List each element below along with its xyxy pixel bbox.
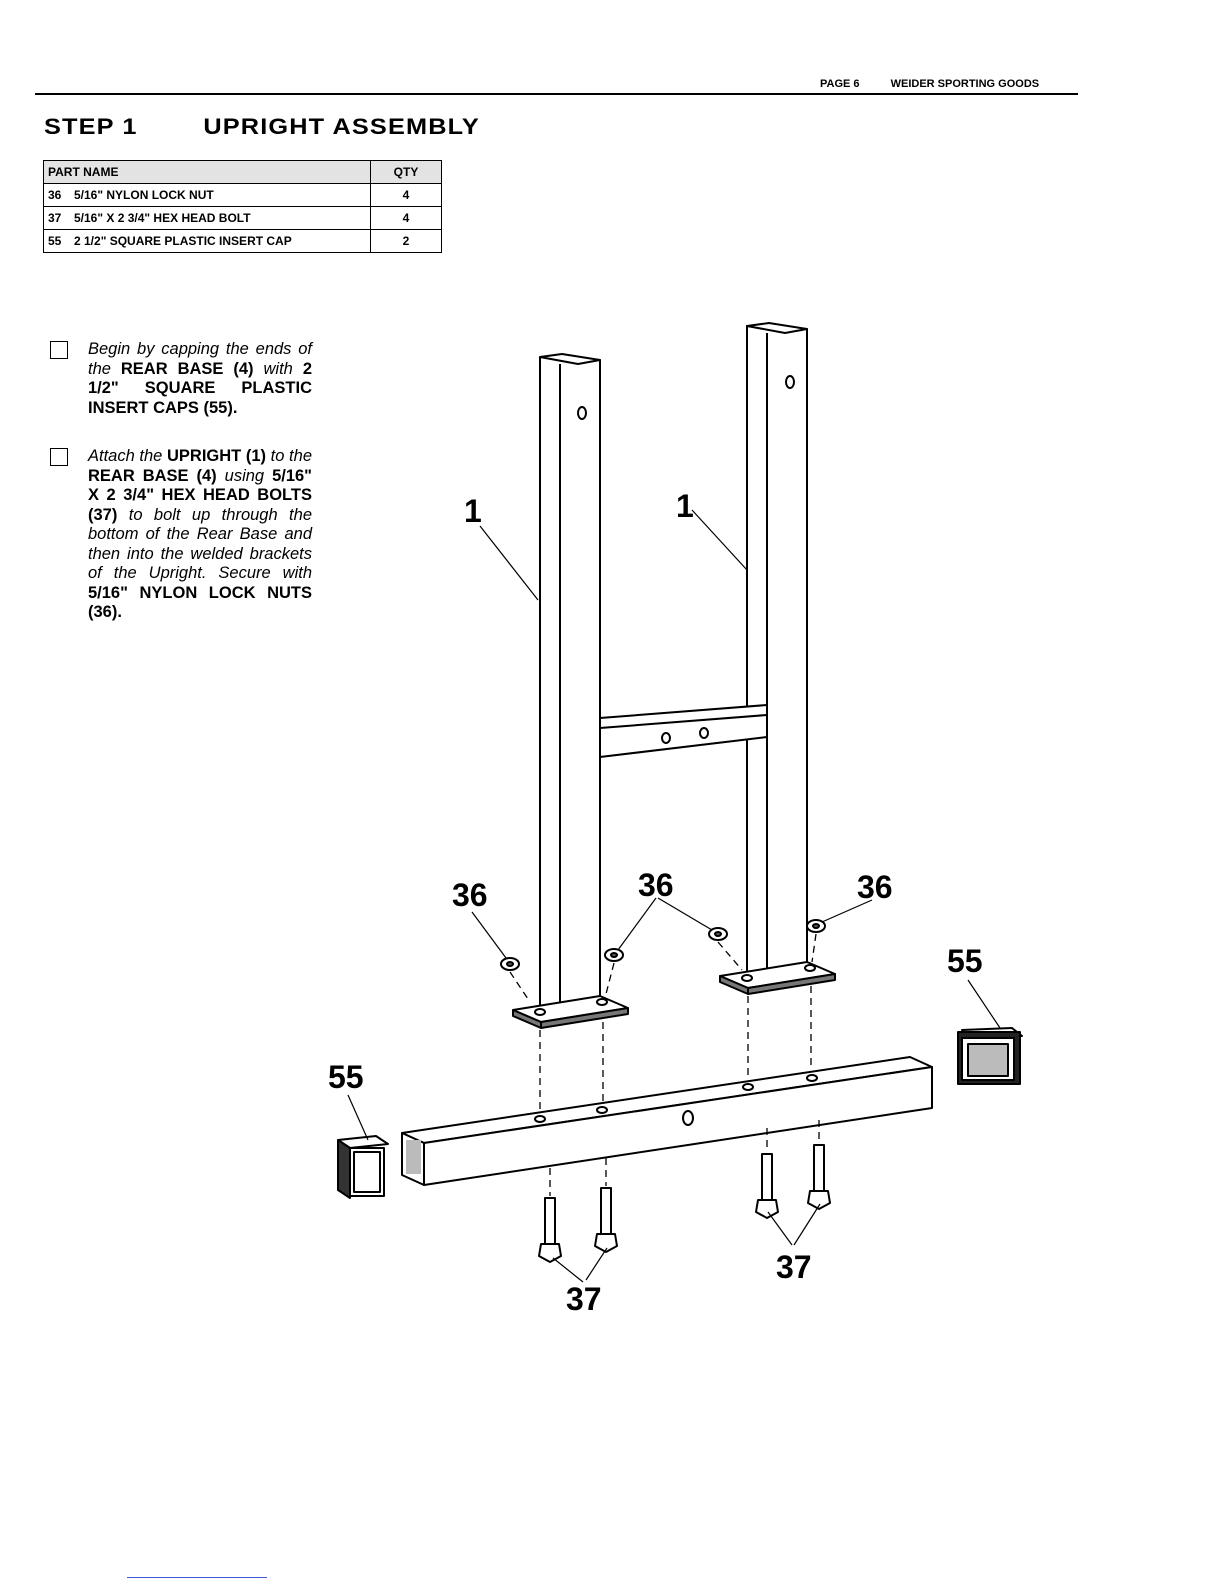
instruction-text: with (253, 359, 303, 378)
part-cell: 36 5/16" NYLON LOCK NUT (43, 183, 371, 207)
instruction-list: Begin by capping the ends of the REAR BA… (50, 340, 312, 623)
col-part-name: PART NAME (43, 160, 371, 184)
rear-base (401, 1056, 933, 1186)
nut-icon (604, 948, 624, 962)
step-number: STEP 1 (44, 114, 138, 139)
callout-cap-right: 55 (947, 943, 983, 979)
upright-right (746, 322, 808, 981)
part-name: 2 1/2" SQUARE PLASTIC INSERT CAP (74, 234, 292, 248)
footer-link-underline (127, 1577, 267, 1578)
upright-left (539, 353, 601, 1014)
part-name: 5/16" NYLON LOCK NUT (74, 188, 214, 202)
instruction-part: REAR BASE (4) (88, 466, 217, 485)
col-qty: QTY (370, 160, 442, 184)
instruction-text: to bolt up through the bottom of the Rea… (88, 505, 312, 583)
table-row: 55 2 1/2" SQUARE PLASTIC INSERT CAP 2 (43, 229, 442, 253)
callout-cap-left: 55 (328, 1059, 364, 1095)
callout-nut-left: 36 (452, 877, 488, 913)
alignment-lines (509, 933, 820, 1196)
callout-upright-left: 1 (464, 493, 482, 529)
part-number: 36 (48, 188, 62, 202)
callout-upright-right: 1 (676, 488, 694, 524)
instruction-text: Begin by capping the ends of the (88, 340, 312, 378)
instruction-text: to the (266, 447, 312, 465)
crossbar (599, 704, 768, 758)
instruction-part: 2 1/2" SQUARE PLASTIC INSERT CAPS (55). (88, 359, 312, 417)
base-plate-right (719, 961, 836, 995)
nut-icon (708, 927, 728, 941)
bolt-icon (755, 1153, 779, 1219)
part-name: 5/16" X 2 3/4" HEX HEAD BOLT (74, 211, 251, 225)
instruction-text: Attach the (88, 447, 167, 465)
instruction-part: 5/16" NYLON LOCK NUTS (36). (88, 583, 312, 622)
nut-icon (806, 919, 826, 933)
step-heading: UPRIGHT ASSEMBLY (203, 114, 480, 139)
instruction-part: REAR BASE (4) (120, 359, 254, 378)
parts-table-header: PART NAME QTY (43, 160, 442, 184)
insert-cap-right (957, 1027, 1023, 1085)
bolt-icon (594, 1187, 618, 1253)
step-title: STEP 1 UPRIGHT ASSEMBLY (44, 114, 480, 140)
instruction-part: 5/16" X 2 3/4" HEX HEAD BOLTS (37) (88, 466, 312, 524)
instruction-text: using (216, 466, 273, 485)
page-number: PAGE 6 (820, 78, 860, 90)
bolt-icon (807, 1144, 831, 1210)
checkbox[interactable] (50, 341, 68, 359)
instruction-part: UPRIGHT (1) (166, 447, 267, 465)
callout-bolt-right: 37 (776, 1249, 812, 1285)
instruction-attach-upright: Attach the UPRIGHT (1) to the REAR BASE … (50, 447, 312, 623)
part-number: 37 (48, 211, 62, 225)
checkbox[interactable] (50, 448, 68, 466)
header-rule (35, 93, 1078, 95)
insert-cap-left (337, 1135, 389, 1199)
nut-icon (500, 957, 520, 971)
publisher-name: WEIDER SPORTING GOODS (890, 78, 1040, 90)
instruction-cap-base: Begin by capping the ends of the REAR BA… (50, 340, 312, 418)
callout-nut-right: 36 (857, 869, 893, 905)
page-header: PAGE 6 WEIDER SPORTING GOODS (820, 78, 1039, 90)
leader-lines (347, 509, 1001, 1283)
part-cell: 55 2 1/2" SQUARE PLASTIC INSERT CAP (43, 229, 371, 253)
base-plate-left (512, 995, 629, 1029)
part-qty: 2 (370, 229, 442, 253)
callout-nut-center: 36 (638, 867, 674, 903)
callout-bolt-left: 37 (566, 1281, 602, 1317)
bolt-icon (538, 1197, 562, 1263)
part-number: 55 (48, 234, 62, 248)
